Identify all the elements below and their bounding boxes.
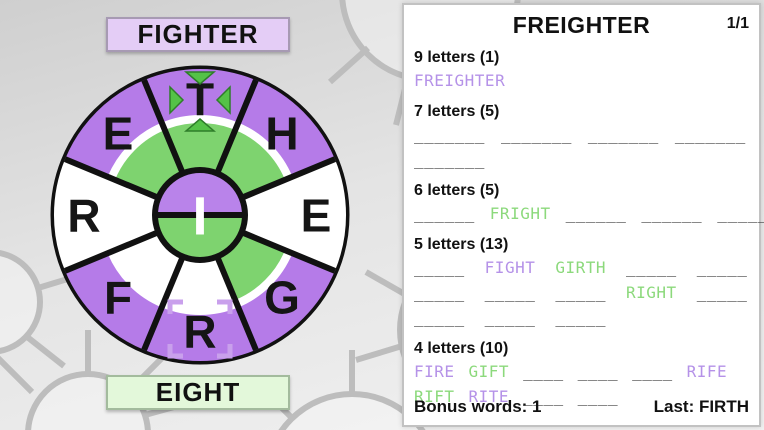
word-blank: _____ xyxy=(484,308,536,327)
word-blank: _____ xyxy=(414,283,465,302)
found-word: GIRTH xyxy=(555,258,607,277)
found-word: FIRE xyxy=(414,362,455,381)
found-word: RIFT xyxy=(414,387,455,406)
word-blank: _______ xyxy=(587,125,659,144)
word-blank: _____ xyxy=(696,283,748,302)
wheel-segment-H[interactable] xyxy=(238,80,335,177)
wheel-segment-G[interactable] xyxy=(238,253,335,350)
found-word: RIFE xyxy=(686,362,728,381)
word-blank: ____ xyxy=(523,362,564,381)
wheel-segment-F[interactable] xyxy=(65,253,162,350)
wheel-center[interactable]: I xyxy=(152,167,248,263)
wheel-segment-R-left[interactable] xyxy=(53,159,108,271)
purple-brackets-indicator xyxy=(167,299,233,359)
green-arrows-indicator xyxy=(169,71,231,132)
wheel-letter-R-bottom: R xyxy=(183,306,216,358)
word-section: 4 letters (10) FIRE GIFT ____ ____ ____ RIFE RI… xyxy=(414,338,749,409)
wheel-letter-F: F xyxy=(104,272,132,324)
word-blank: ______ xyxy=(414,204,475,223)
panel-footer: Bonus words: 1 Last: FIRTH xyxy=(414,397,749,417)
word-blank: ______ xyxy=(717,204,764,223)
bottom-word-box: EIGHT xyxy=(106,375,290,410)
word-row: _____ _____ _____ RIGHT _____ xyxy=(414,280,749,305)
wheel-dividers xyxy=(63,78,337,352)
wheel-letter-G: G xyxy=(264,272,300,324)
word-blank: ______ xyxy=(641,204,703,223)
last-word-label: Last: FIRTH xyxy=(653,397,749,416)
word-row: _____ FIGHT GIRTH _____ _____ xyxy=(414,255,749,280)
section-header: 7 letters (5) xyxy=(414,103,500,120)
word-blank: ____ xyxy=(577,387,619,406)
word-blank: _____ xyxy=(414,258,465,277)
word-section: 6 letters (5)______FRIGHT_______________… xyxy=(414,180,764,226)
word-blank: ______ xyxy=(565,204,627,223)
found-word: RIGHT xyxy=(626,283,677,302)
found-word: FREIGHTER xyxy=(414,71,506,90)
bottom-word-label: EIGHT xyxy=(155,377,241,407)
letter-wheel: I T H E G R F R E xyxy=(50,65,350,365)
word-blank: _____ xyxy=(626,258,677,277)
section-header: 5 letters (13) xyxy=(414,236,509,253)
word-blank: ____ xyxy=(632,362,673,381)
word-row: RIFT RITE ____ ____ xyxy=(414,384,749,409)
word-row: FIRE GIFT ____ ____ ____ RIFE xyxy=(414,359,749,384)
word-row: FREIGHTER xyxy=(414,68,749,93)
top-word-box: FIGHTER xyxy=(106,17,290,52)
word-section: 9 letters (1) FREIGHTER xyxy=(414,47,749,93)
wheel-segment-E-topleft[interactable] xyxy=(65,80,162,177)
top-word-label: FIGHTER xyxy=(137,19,259,49)
section-header: 9 letters (1) xyxy=(414,49,500,66)
found-word: FRIGHT xyxy=(489,204,551,223)
word-blank: _____ xyxy=(414,308,465,327)
wheel-center-letter: I xyxy=(192,186,207,246)
page-indicator: 1/1 xyxy=(726,15,749,32)
wheel-center-bottom-half xyxy=(155,215,245,260)
bonus-words-label: Bonus words: 1 xyxy=(414,397,542,416)
word-list-panel: FREIGHTER 1/1 9 letters (1) FREIGHTER 7 le… xyxy=(402,3,764,427)
word-blank: _______ xyxy=(500,125,572,144)
puzzle-title: FREIGHTER xyxy=(512,12,651,38)
word-blank: _______ xyxy=(414,125,485,144)
word-row: ______ FRIGHT ______ ______ ______ xyxy=(414,201,764,226)
wheel-letter-R-left: R xyxy=(67,190,100,242)
word-row: _______ _______ _______ _______ xyxy=(414,122,749,147)
found-word: FIGHT xyxy=(484,258,536,277)
word-blank: _____ xyxy=(555,283,607,302)
word-blank: _______ xyxy=(674,125,746,144)
word-blank: ____ xyxy=(523,387,564,406)
wheel-segment-E-right[interactable] xyxy=(292,159,347,271)
word-row: _____ _____ _____ xyxy=(414,305,749,330)
word-blank: _____ xyxy=(555,308,607,327)
word-blank: ____ xyxy=(577,362,619,381)
word-row: _______ xyxy=(414,147,749,172)
wheel-letter-E-right: E xyxy=(301,190,332,242)
word-blank: _____ xyxy=(696,258,748,277)
wheel-letter-H: H xyxy=(265,108,298,160)
section-header: 6 letters (5) xyxy=(414,182,500,199)
wheel-center-top-half xyxy=(155,170,245,215)
word-section: 7 letters (5)___________________________… xyxy=(414,101,749,172)
word-blank: _______ xyxy=(414,150,485,169)
wheel-letter-E-topleft: E xyxy=(103,108,134,160)
section-header: 4 letters (10) xyxy=(414,340,509,357)
found-word: RITE xyxy=(468,387,510,406)
found-word: GIFT xyxy=(468,362,510,381)
word-blank: _____ xyxy=(484,283,536,302)
